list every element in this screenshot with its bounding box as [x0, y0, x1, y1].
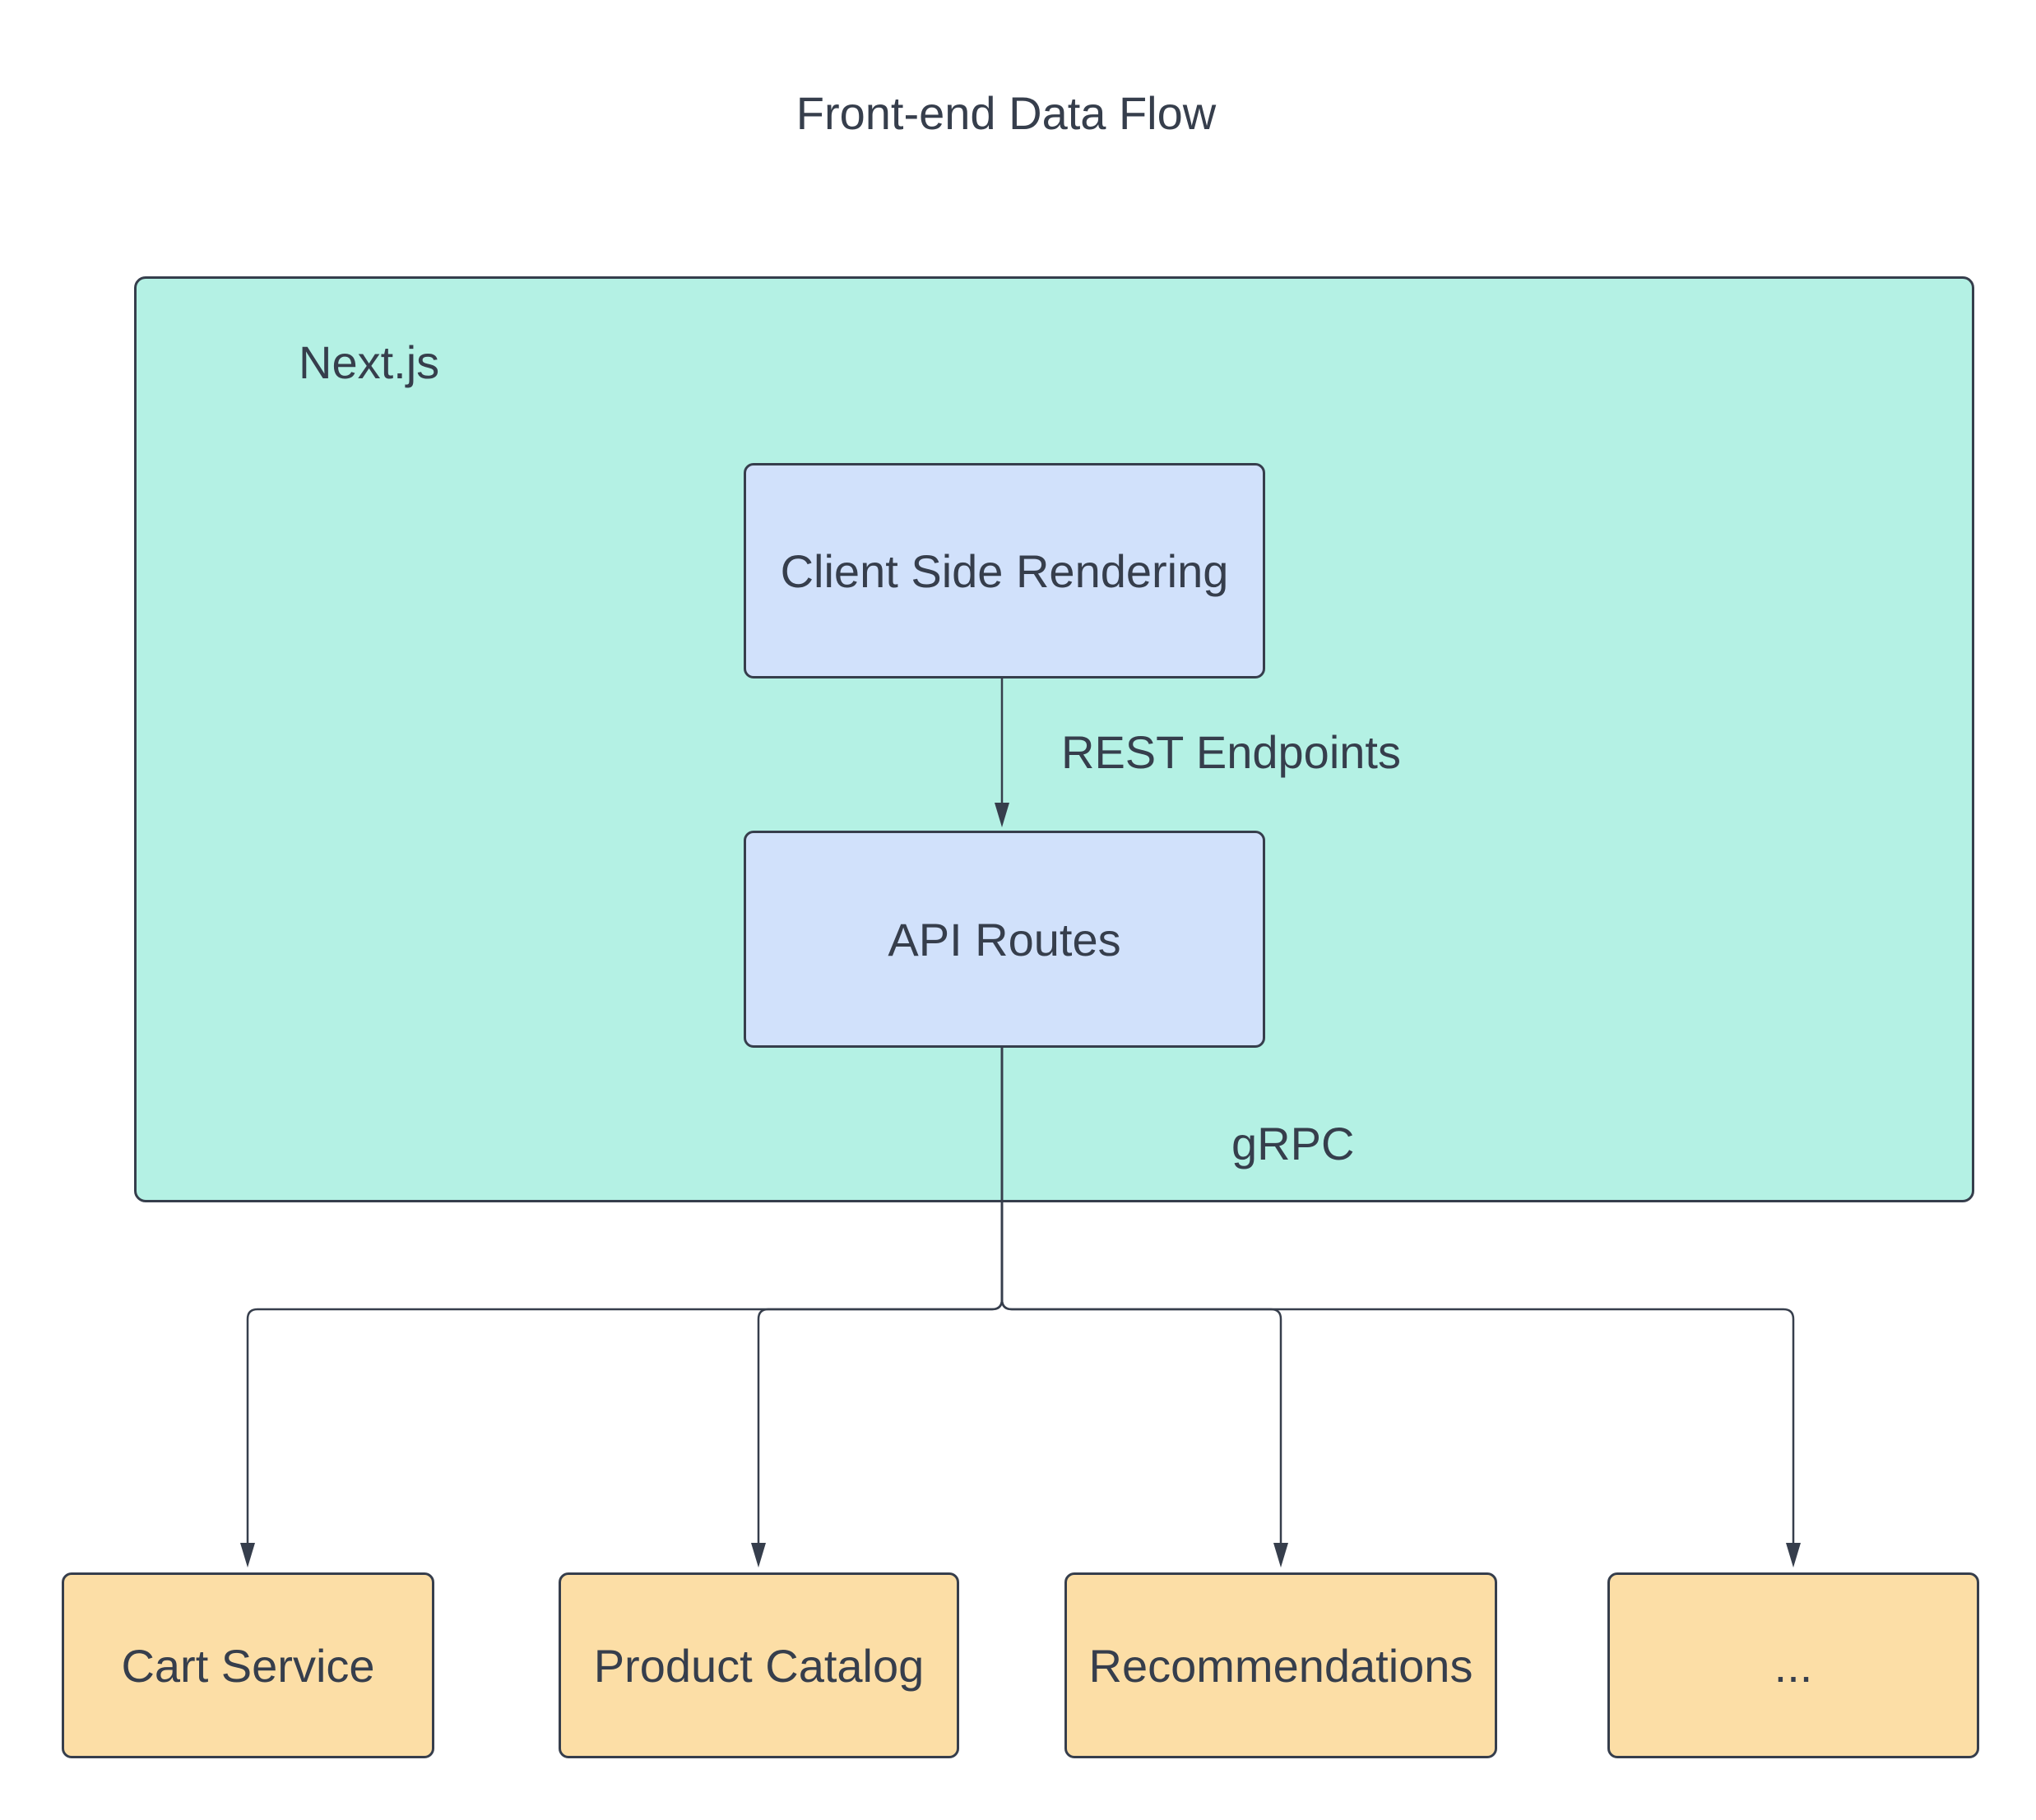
- edge-label-rest-endpoints: REST Endpoints: [1061, 726, 1401, 778]
- node-api-routes-label: API Routes: [888, 913, 1121, 966]
- nextjs-container-label: Next.js: [299, 336, 440, 388]
- node-more-services: ...: [1607, 1572, 1979, 1758]
- node-api-routes: API Routes: [744, 831, 1265, 1048]
- page-title: Front-end Data Flow: [795, 87, 1217, 139]
- arrowhead-down-icon: [1273, 1543, 1288, 1568]
- node-recommendations: Recommendations: [1064, 1572, 1497, 1758]
- arrowhead-down-icon: [1786, 1543, 1801, 1568]
- node-cart-service-label: Cart Service: [121, 1639, 375, 1692]
- arrowhead-down-icon: [240, 1543, 255, 1568]
- node-cart-service: Cart Service: [62, 1572, 434, 1758]
- node-recommendations-label: Recommendations: [1088, 1639, 1473, 1692]
- node-product-catalog-label: Product Catalog: [593, 1639, 925, 1692]
- node-client-side-rendering-label: Client Side Rendering: [780, 544, 1229, 597]
- node-client-side-rendering: Client Side Rendering: [744, 463, 1265, 678]
- edge-label-grpc: gRPC: [1231, 1118, 1355, 1169]
- node-product-catalog: Product Catalog: [559, 1572, 959, 1758]
- node-more-services-label: ...: [1774, 1639, 1813, 1692]
- arrowhead-down-icon: [751, 1543, 766, 1568]
- nextjs-container: [134, 276, 1974, 1202]
